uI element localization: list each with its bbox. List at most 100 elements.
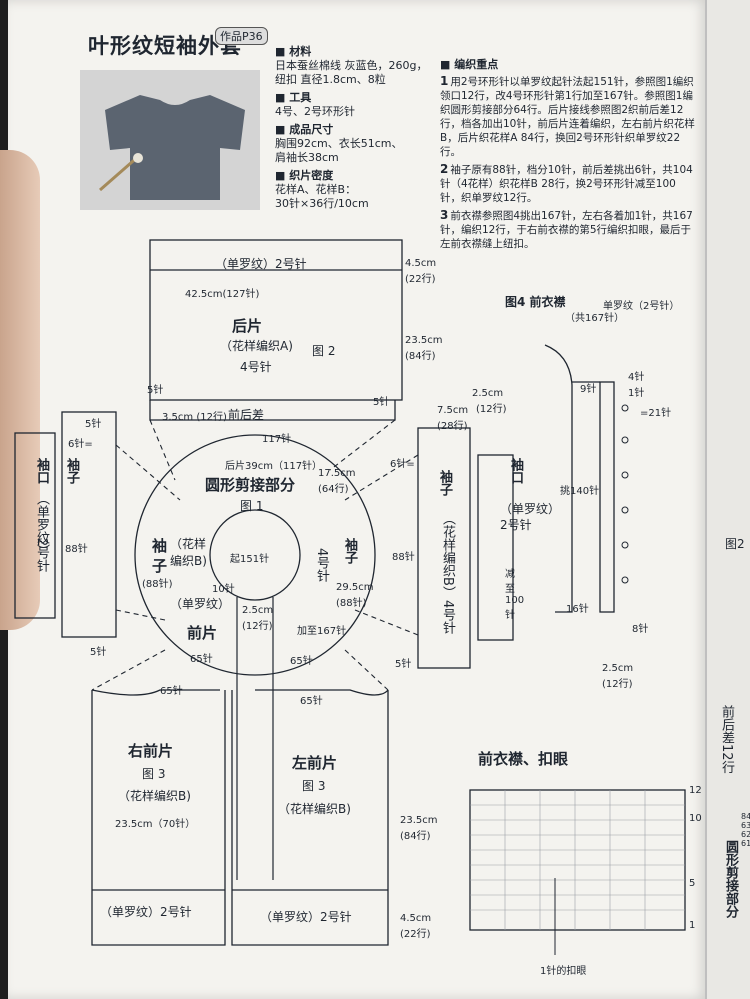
back-width: 42.5cm(127针) — [185, 289, 260, 300]
yoke-st65b: 65针 — [290, 656, 313, 667]
right-sleeve-pattern: （花样编织B） — [440, 512, 455, 599]
yoke-sleeve-r-st: (88针) — [336, 598, 367, 609]
fig4-rib: 单罗纹（2号针） — [603, 301, 680, 312]
yoke-collar-rows: (12行) — [242, 621, 273, 632]
yoke-fig: 图 1 — [240, 499, 264, 513]
left-st5b: 5针 — [90, 647, 107, 658]
chart-row-12: 12 — [689, 785, 702, 796]
yoke-cast: 起151针 — [230, 554, 270, 565]
right-sleeve-title: 袖子 — [437, 470, 452, 496]
fig4-pick: 挑140针 — [560, 486, 600, 497]
left-st6: 6针= — [68, 439, 93, 450]
fig4-st9: 9针 — [580, 384, 597, 395]
info-block: ■ 材料 日本蚕丝棉线 灰蓝色，260g， 纽扣 直径1.8cm、8粒 ■ 工具… — [275, 45, 428, 210]
back-needle: 4号针 — [240, 360, 272, 374]
fig4-st16: 16针 — [566, 604, 589, 615]
lf-bot-rows: (22行) — [400, 929, 431, 940]
back-fig: 图 2 — [312, 344, 336, 358]
left-cuff-title: 袖口 — [34, 458, 49, 484]
chart-note: 1针的扣眼 — [540, 966, 587, 977]
right-st88: 88针 — [392, 552, 415, 563]
fig4-st4: 4针 — [628, 372, 645, 383]
right-st5: 5针 — [395, 659, 412, 670]
back-top-rows: (22行) — [405, 274, 436, 285]
back-ribbing: （单罗纹）2号针 — [215, 257, 307, 271]
yoke-st65a: 65针 — [190, 654, 213, 665]
rf-pattern: （花样编织B) — [118, 789, 191, 803]
fig4-total: （共167针） — [565, 313, 625, 324]
chart-row-5: 5 — [689, 878, 696, 889]
right-st6: 6针= — [390, 459, 415, 470]
yoke-needle4: 4号针 — [314, 548, 329, 583]
rf-title: 右前片 — [128, 742, 174, 760]
right-cuff-rib: （单罗纹） — [500, 502, 561, 516]
back-diff-label: 前后差 — [228, 408, 265, 422]
garment-photo — [80, 70, 260, 210]
left-cuff-needle: 2号针 — [34, 538, 49, 573]
back-st5b: 5针 — [373, 397, 390, 408]
lf-pattern: （花样编织B) — [278, 802, 351, 816]
rf-width: 23.5cm（70针） — [115, 819, 196, 830]
yoke-sleeve-l: 袖 — [152, 537, 168, 555]
fig4-w-rows: (12行) — [602, 679, 633, 690]
yoke-back-arc: 后片39cm（117针） — [225, 461, 323, 472]
left-cuff-rib: （单罗纹） — [34, 492, 49, 557]
yoke-title: 圆形剪接部分 — [205, 476, 296, 494]
thumb — [0, 150, 40, 630]
yoke-ribbing: （单罗纹） — [170, 597, 231, 611]
back-diff: 3.5cm (12行) — [162, 412, 227, 423]
back-top-h: 4.5cm — [405, 258, 437, 269]
chart-row-1: 1 — [689, 920, 696, 931]
yoke-st117: 117针 — [262, 434, 292, 445]
lf-h: 23.5cm — [400, 815, 438, 826]
fig4-st1: 1针 — [628, 388, 645, 399]
right-sleeve-needle: 4号针 — [440, 600, 455, 635]
right-cuff-needle: 2号针 — [500, 518, 532, 532]
diff-label: 前后差12行 — [719, 705, 734, 774]
lf-h-rows: (84行) — [400, 831, 431, 842]
fig4-st8: 8针 — [632, 624, 649, 635]
right-side-rows: (12行) — [476, 404, 507, 415]
yoke-sleeve-r: 袖子 — [342, 538, 357, 564]
yoke-depth: 17.5cm — [318, 468, 356, 479]
yoke-sleeve-r-w: 29.5cm — [336, 582, 374, 593]
lf-ribbing: （单罗纹）2号针 — [260, 910, 352, 924]
rf-ribbing: （单罗纹）2号针 — [100, 905, 192, 919]
yoke-depth-rows: (64行) — [318, 484, 349, 495]
fig2-label: 图2 — [725, 537, 745, 551]
chart-row-10: 10 — [689, 813, 702, 824]
right-side-h: 2.5cm — [472, 388, 504, 399]
right-dec: 减至100针 — [505, 569, 525, 621]
back-body-rows: (84行) — [405, 351, 436, 362]
left-st88: 88针 — [65, 544, 88, 555]
lf-fig: 图 3 — [302, 779, 326, 793]
back-body-h: 23.5cm — [405, 335, 443, 346]
left-st5: 5针 — [85, 419, 102, 430]
yoke-label: 圆形剪接部分 — [723, 840, 738, 918]
yoke-sleeve-l2: 子 — [152, 557, 168, 575]
back-title: 后片 — [232, 317, 263, 335]
yoke-inc: 加至167针 — [297, 626, 347, 637]
rf-fig: 图 3 — [142, 767, 166, 781]
yoke-collar-h: 2.5cm — [242, 605, 274, 616]
rf-st65: 65针 — [160, 686, 183, 697]
garment-image — [80, 70, 260, 210]
lf-title: 左前片 — [292, 754, 338, 772]
fig4-w: 2.5cm — [602, 663, 634, 674]
yoke-sleeve-l-pat: （花样编织B) — [170, 537, 207, 568]
yoke-st10: 10针 — [212, 584, 235, 595]
right-cuff-title: 袖口 — [508, 458, 523, 484]
right-sleeve-w: 7.5cm — [437, 405, 469, 416]
chart-title: 前衣襟、扣眼 — [478, 750, 569, 768]
lf-st65: 65针 — [300, 696, 323, 707]
yoke-sleeve-l-st: (88针) — [142, 579, 173, 590]
back-st5a: 5针 — [147, 385, 164, 396]
fig4-title: 图4 前衣襟 — [505, 295, 566, 309]
